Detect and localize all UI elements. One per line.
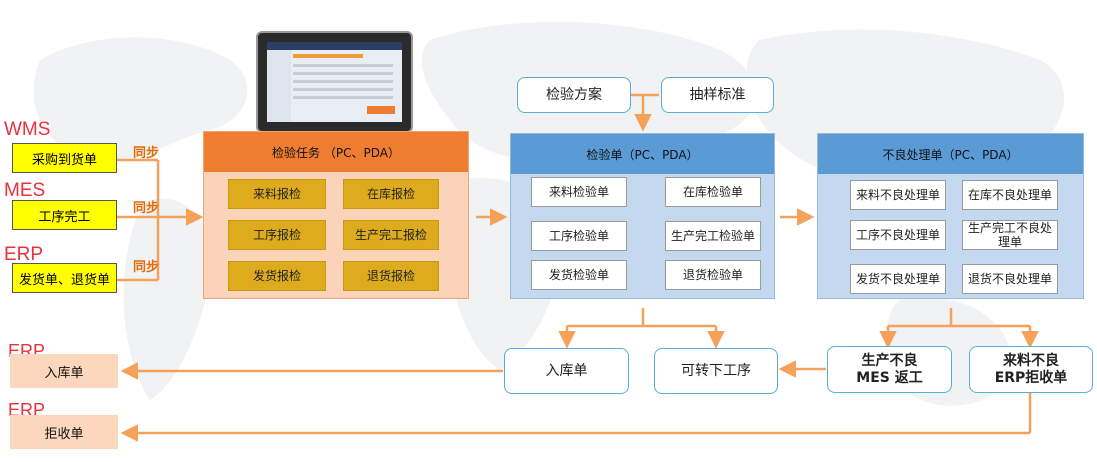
defect-shipment[interactable]: 发货不良处理单 <box>850 264 946 294</box>
task-return[interactable]: 退货报检 <box>343 261 439 291</box>
inspection-order-panel: 检验单（PC、PDA） 来料检验单 在库检验单 工序检验单 生产完工检验单 发货… <box>510 133 775 299</box>
order-incoming[interactable]: 来料检验单 <box>531 177 627 207</box>
source-system-erp: ERP <box>4 244 44 265</box>
source-doc-purchase-arrival: 采购到货单 <box>12 143 117 173</box>
warehouse-in-box[interactable]: 入库单 <box>504 348 629 394</box>
defect-production-complete[interactable]: 生产完工不良处理单 <box>962 220 1058 250</box>
output-doc-reject: 拒收单 <box>10 415 118 449</box>
source-doc-shipment-return: 发货单、退货单 <box>12 263 117 293</box>
order-return[interactable]: 退货检验单 <box>665 260 761 290</box>
order-production-complete[interactable]: 生产完工检验单 <box>665 221 761 251</box>
defect-in-stock[interactable]: 在库不良处理单 <box>962 180 1058 210</box>
source-doc-process-complete: 工序完工 <box>12 200 117 230</box>
sync-label-wms: 同步 <box>133 146 160 161</box>
inspection-order-title: 检验单（PC、PDA） <box>511 134 774 174</box>
task-in-stock[interactable]: 在库报检 <box>343 179 439 209</box>
mes-rework-box[interactable]: 生产不良 MES 返工 <box>827 346 952 393</box>
sampling-standard-box[interactable]: 抽样标准 <box>661 77 774 113</box>
inspection-scheme-box[interactable]: 检验方案 <box>517 77 631 113</box>
source-system-wms: WMS <box>4 119 51 140</box>
inspection-task-panel: 检验任务 （PC、PDA） 来料报检 在库报检 工序报检 生产完工报检 发货报检… <box>203 131 469 299</box>
output-doc-warehouse-in: 入库单 <box>10 354 118 388</box>
defect-return[interactable]: 退货不良处理单 <box>962 264 1058 294</box>
order-in-stock[interactable]: 在库检验单 <box>665 177 761 207</box>
sync-label-mes: 同步 <box>133 201 160 216</box>
task-production-complete[interactable]: 生产完工报检 <box>343 220 439 250</box>
order-process[interactable]: 工序检验单 <box>531 221 627 251</box>
tablet-image <box>256 31 413 133</box>
next-process-box[interactable]: 可转下工序 <box>654 348 778 394</box>
task-shipment[interactable]: 发货报检 <box>228 261 326 291</box>
defect-handling-panel: 不良处理单（PC、PDA） 来料不良处理单 在库不良处理单 工序不良处理单 生产… <box>817 133 1084 299</box>
sync-label-erp: 同步 <box>133 260 160 275</box>
defect-handling-title: 不良处理单（PC、PDA） <box>818 134 1083 174</box>
order-shipment[interactable]: 发货检验单 <box>531 260 627 290</box>
defect-process[interactable]: 工序不良处理单 <box>850 220 946 250</box>
defect-incoming[interactable]: 来料不良处理单 <box>850 180 946 210</box>
task-process[interactable]: 工序报检 <box>228 220 326 250</box>
source-system-mes: MES <box>4 180 46 201</box>
inspection-task-title: 检验任务 （PC、PDA） <box>204 132 468 172</box>
tablet-screen <box>267 42 402 122</box>
task-incoming[interactable]: 来料报检 <box>228 179 326 209</box>
erp-reject-box[interactable]: 来料不良 ERP拒收单 <box>969 346 1093 393</box>
